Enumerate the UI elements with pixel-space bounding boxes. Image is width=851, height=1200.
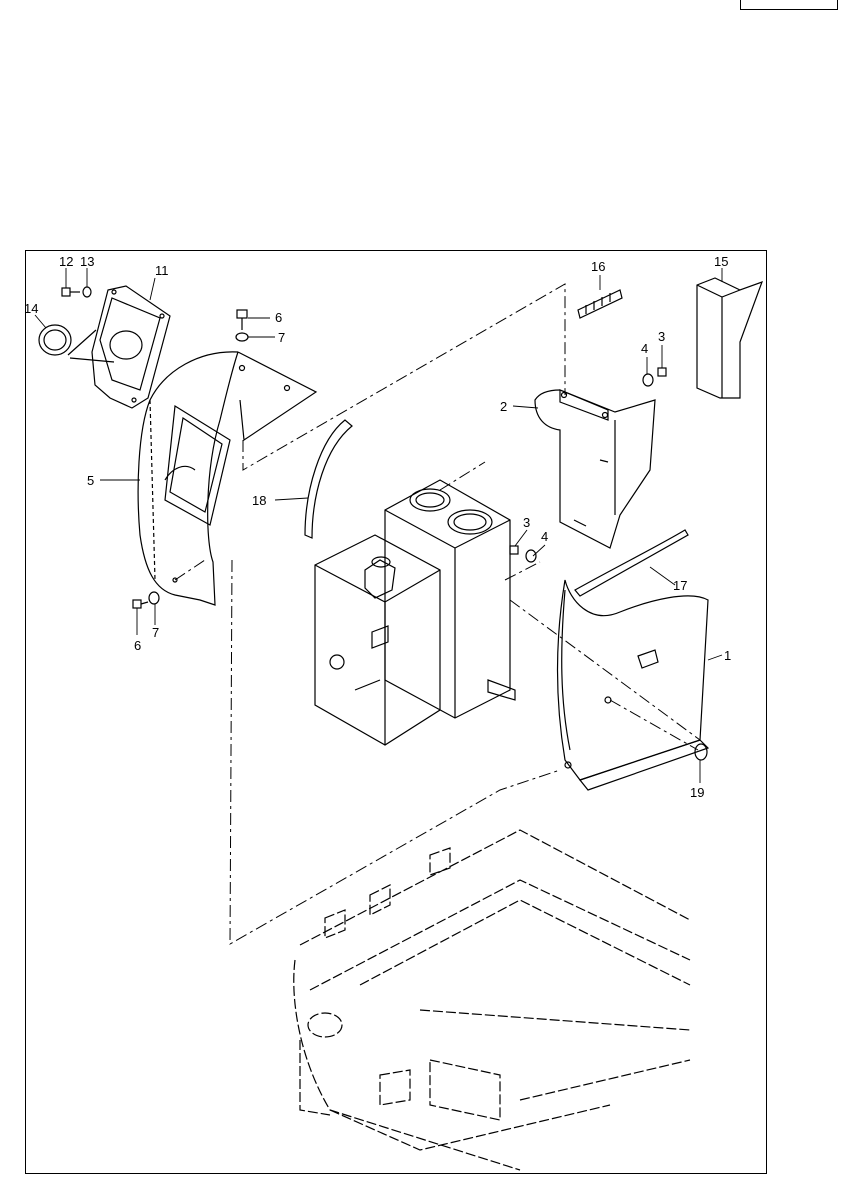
callout-4-middle: 4	[541, 529, 548, 544]
callout-15: 15	[714, 254, 728, 269]
callout-12: 12	[59, 254, 73, 269]
callout-7-top: 7	[278, 330, 285, 345]
callout-19: 19	[690, 785, 704, 800]
part-5-side-cover	[137, 351, 318, 606]
page-number-tag	[740, 0, 838, 10]
callout-2: 2	[500, 399, 507, 414]
callout-17: 17	[673, 578, 687, 593]
callout-18: 18	[252, 493, 266, 508]
part-3-4-upper-bolt	[642, 367, 667, 387]
callout-14: 14	[24, 301, 38, 316]
part-6-7-top-bolt	[235, 309, 249, 342]
tank-assembly	[314, 479, 516, 746]
part-14-grommet	[38, 324, 115, 363]
part-18-rubber-strip	[304, 419, 353, 539]
machine-frame	[293, 829, 691, 1171]
callout-13: 13	[80, 254, 94, 269]
leader-lines	[34, 268, 723, 783]
callout-3-upper: 3	[658, 329, 665, 344]
assembly-lines	[174, 283, 701, 945]
callout-7-bottom: 7	[152, 625, 159, 640]
callout-labels: 12 13 11 14 6 7 5 18 6 7 2 16 15 4 3 3 4…	[24, 254, 731, 800]
drawing-frame	[25, 250, 767, 1174]
part-15-foam-block	[696, 277, 764, 399]
callout-6-bottom: 6	[134, 638, 141, 653]
part-11-cover-plate	[91, 285, 171, 409]
part-12-13-bolt-washer	[61, 286, 92, 298]
part-17-edge-trim	[574, 529, 689, 597]
callout-4-upper: 4	[641, 341, 648, 356]
part-19-plug	[694, 743, 708, 761]
part-1-front-cover	[556, 579, 710, 791]
callout-3-middle: 3	[523, 515, 530, 530]
callout-16: 16	[591, 259, 605, 274]
part-16-seal-strip	[577, 289, 623, 319]
callout-1: 1	[724, 648, 731, 663]
callout-11: 11	[155, 263, 169, 278]
callout-5: 5	[87, 473, 94, 488]
callout-6-top: 6	[275, 310, 282, 325]
part-3-4-middle-bolt	[509, 545, 537, 563]
part-2-bracket	[534, 389, 656, 549]
